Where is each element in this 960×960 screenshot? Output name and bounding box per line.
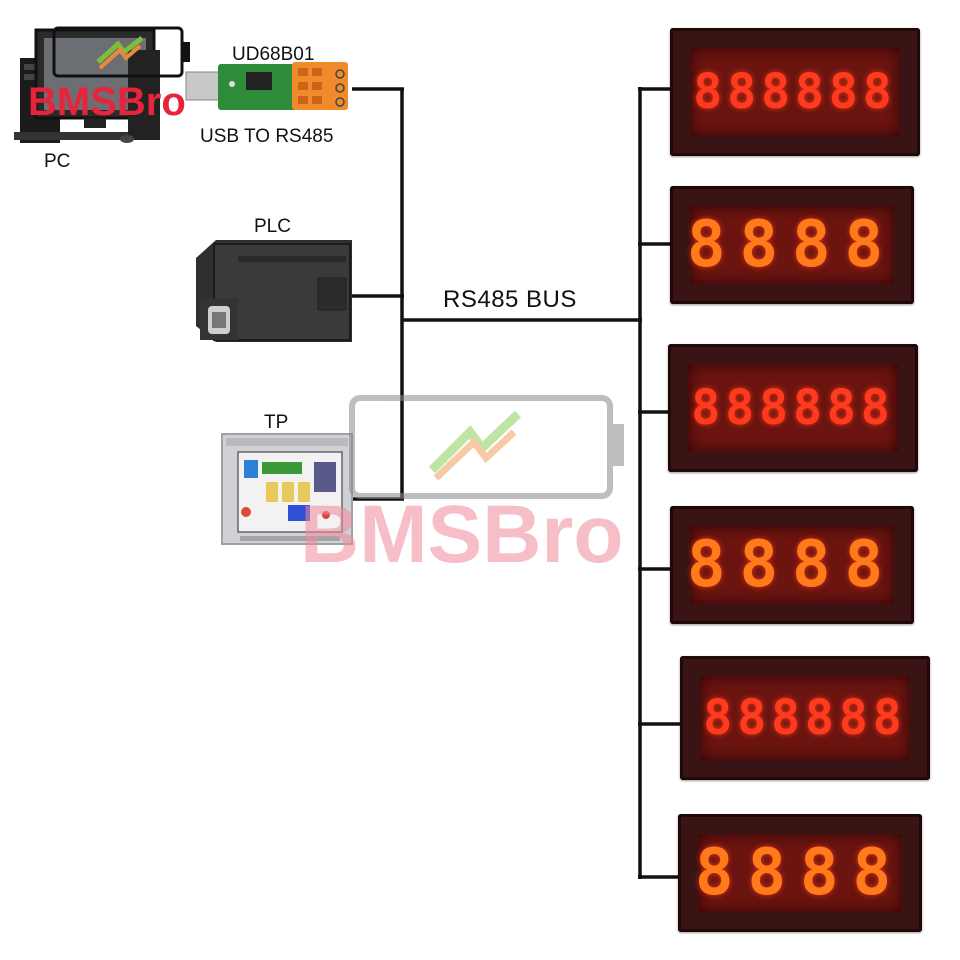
pc-label: PC (44, 151, 71, 172)
converter-model-label: UD68B01 (232, 44, 315, 65)
led-meter-face: 888888 (700, 676, 910, 760)
led-meter-face: 888888 (688, 364, 898, 452)
watermark-logo-small: BMSBro (28, 80, 186, 124)
tp-label: TP (264, 412, 289, 433)
led-meter-face: 8888 (686, 206, 898, 284)
led-meter-digits: 8888 (686, 208, 898, 282)
tp-touch-panel-icon (221, 433, 353, 545)
pc-icon (14, 28, 160, 143)
led-meter-4: 8888 (670, 506, 914, 624)
converter-desc-label: USB TO RS485 (200, 126, 334, 147)
led-meter-digits: 8888 (686, 528, 898, 602)
led-meter-digits: 888888 (693, 64, 897, 120)
watermark-battery-large-icon (349, 395, 624, 499)
led-meter-face: 888888 (690, 48, 900, 136)
watermark-logo-large: BMSBro (300, 489, 624, 580)
led-meter-digits: 888888 (691, 380, 895, 436)
plc-label: PLC (254, 216, 291, 237)
led-meter-digits: 8888 (694, 836, 906, 910)
led-meter-digits: 888888 (703, 690, 907, 746)
led-meter-2: 8888 (670, 186, 914, 304)
led-meter-6: 8888 (678, 814, 922, 932)
led-meter-3: 888888 (668, 344, 918, 472)
usb-rs485-converter-icon (185, 62, 348, 110)
led-meter-1: 888888 (670, 28, 920, 156)
watermark-battery-small-icon (52, 26, 190, 78)
bus-label: RS485 BUS (443, 286, 577, 313)
led-meter-face: 8888 (694, 834, 906, 912)
led-meter-5: 888888 (680, 656, 930, 780)
led-meter-face: 8888 (686, 526, 898, 604)
plc-icon (196, 240, 352, 342)
